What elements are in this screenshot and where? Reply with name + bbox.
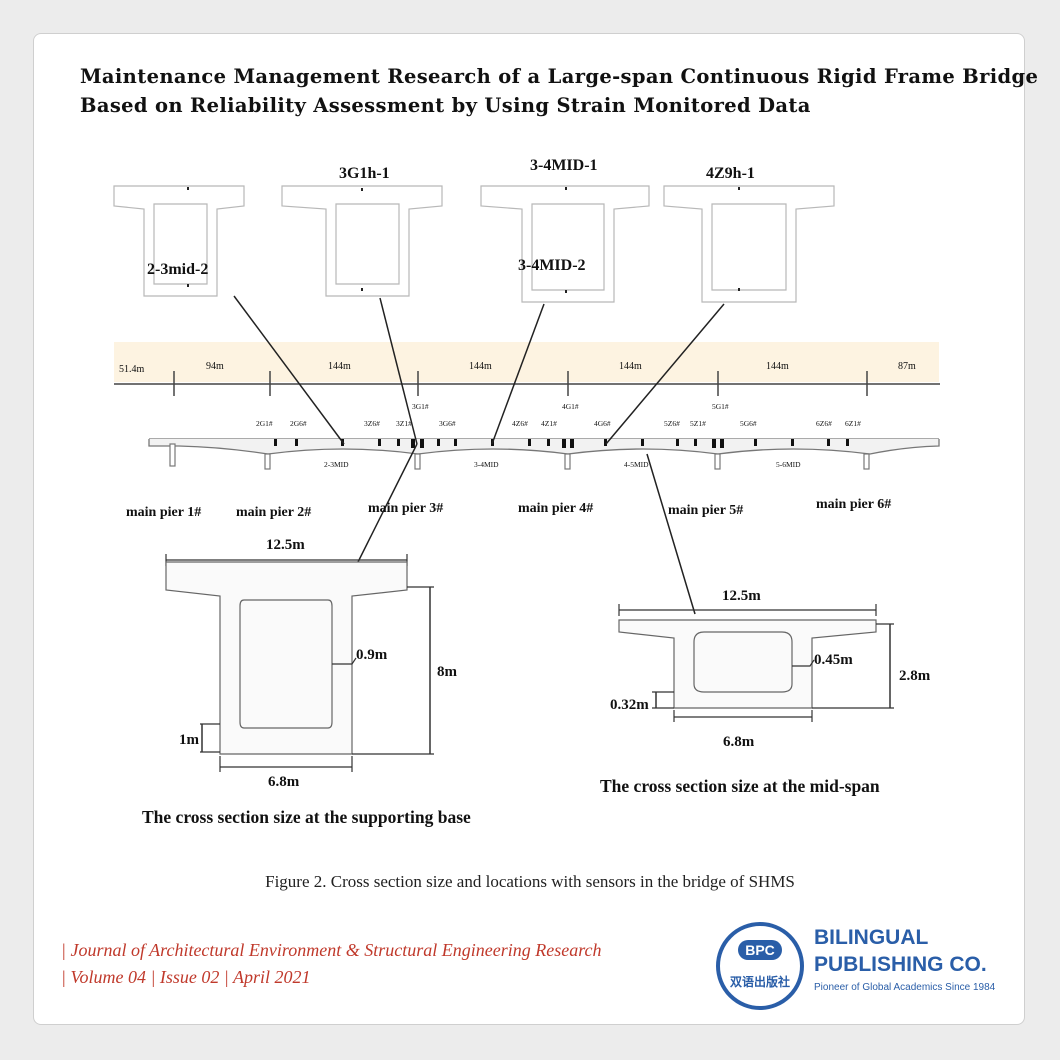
mid-section-caption: The cross section size at the mid-span: [600, 776, 880, 796]
sensor-code-10: 4G6#: [594, 419, 611, 428]
pier-label-4: main pier 4#: [518, 501, 593, 516]
journal-name: | Journal of Architectural Environment &…: [61, 940, 602, 960]
span-label-1: 51.4m: [119, 364, 145, 375]
title-line-2: Based on Reliability Assessment by Using…: [80, 94, 811, 117]
span-label-7: 87m: [898, 361, 916, 372]
pier-label-5: main pier 5#: [668, 503, 743, 518]
sensor-code-13: 5G1#: [712, 402, 729, 411]
sensor-code-5: 3G1#: [412, 402, 429, 411]
span-label-4: 144m: [469, 361, 492, 372]
span-label-6: 144m: [766, 361, 789, 372]
support-bottom-width: 6.8m: [268, 774, 300, 790]
sensor-label-1: 2-3mid-2: [147, 261, 208, 278]
section-sketch-4: [663, 185, 835, 303]
sensor-code-1: 2G1#: [256, 419, 273, 428]
sensor-code-3: 3Z6#: [364, 419, 380, 428]
publisher-seal-text: 双语出版社: [730, 974, 790, 989]
journal-issue: | Volume 04 | Issue 02 | April 2021: [61, 967, 311, 987]
bridge-figure: 2-3mid-2 3G1h-1 3-4MID-1 3-4MID-2 4Z9h-1…: [113, 157, 940, 827]
page-card: Maintenance Management Research of a Lar…: [33, 33, 1039, 1025]
sensor-code-4: 3Z1#: [396, 419, 412, 428]
span-label-3: 144m: [328, 361, 351, 372]
mid-label-1: 2-3MID: [324, 460, 349, 469]
bridge-elevation: [148, 438, 940, 470]
journal-citation: | Journal of Architectural Environment &…: [61, 937, 602, 991]
leader-lines: [233, 295, 725, 615]
paper-title: Maintenance Management Research of a Lar…: [80, 62, 1039, 120]
publisher-name-line-1: BILINGUAL: [814, 926, 929, 949]
span-label-2: 94m: [206, 361, 224, 372]
mid-height: 2.8m: [899, 668, 931, 684]
sensor-code-2: 2G6#: [290, 419, 307, 428]
mid-top-width: 12.5m: [722, 588, 761, 604]
mid-bottom-width: 6.8m: [723, 734, 755, 750]
mid-web-thickness: 0.45m: [814, 652, 853, 668]
sensor-code-9: 4G1#: [562, 402, 579, 411]
sensor-code-7: 4Z6#: [512, 419, 528, 428]
support-top-width: 12.5m: [266, 537, 305, 553]
sensor-code-15: 6Z6#: [816, 419, 832, 428]
publisher-name-line-2: PUBLISHING CO.: [814, 953, 987, 976]
section-sketch-2: [281, 185, 443, 297]
sensor-label-2: 3G1h-1: [339, 165, 390, 182]
mid-section-drawing: [618, 604, 894, 722]
sensor-code-16: 6Z1#: [845, 419, 861, 428]
section-sketch-3: [480, 185, 650, 303]
sensor-label-5: 4Z9h-1: [706, 165, 755, 182]
support-bottom-slab: 1m: [179, 732, 200, 748]
section-sketch-1: [113, 185, 245, 297]
span-band: [114, 342, 939, 382]
sensor-label-3: 3-4MID-1: [530, 157, 598, 174]
pier-label-6: main pier 6#: [816, 497, 891, 512]
sensor-code-14: 5G6#: [740, 419, 757, 428]
sensor-code-6: 3G6#: [439, 419, 456, 428]
sensor-label-4: 3-4MID-2: [518, 257, 586, 274]
pier-label-2: main pier 2#: [236, 505, 311, 520]
support-section-drawing: [165, 554, 434, 772]
pier-label-1: main pier 1#: [126, 505, 201, 520]
span-label-5: 144m: [619, 361, 642, 372]
publisher-logo: BPC 双语出版社 BILINGUAL PUBLISHING CO. Pione…: [714, 920, 1014, 1012]
support-section-caption: The cross section size at the supporting…: [142, 807, 471, 827]
publisher-name: BILINGUAL PUBLISHING CO.: [814, 924, 987, 978]
mid-label-4: 5-6MID: [776, 460, 801, 469]
sensor-code-8: 4Z1#: [541, 419, 557, 428]
mid-label-3: 4-5MID: [624, 460, 649, 469]
support-web-thickness: 0.9m: [356, 647, 388, 663]
title-line-1: Maintenance Management Research of a Lar…: [80, 65, 1039, 88]
sensor-code-11: 5Z6#: [664, 419, 680, 428]
mid-bottom-slab: 0.32m: [610, 697, 649, 713]
pier-label-3: main pier 3#: [368, 501, 443, 516]
support-height: 8m: [437, 664, 458, 680]
mid-label-2: 3-4MID: [474, 460, 499, 469]
publisher-badge: BPC: [745, 942, 775, 958]
figure-caption: Figure 2. Cross section size and locatio…: [265, 872, 795, 891]
publisher-seal-icon: BPC 双语出版社: [716, 922, 804, 1010]
sensor-code-12: 5Z1#: [690, 419, 706, 428]
publisher-tagline: Pioneer of Global Academics Since 1984: [814, 982, 996, 993]
